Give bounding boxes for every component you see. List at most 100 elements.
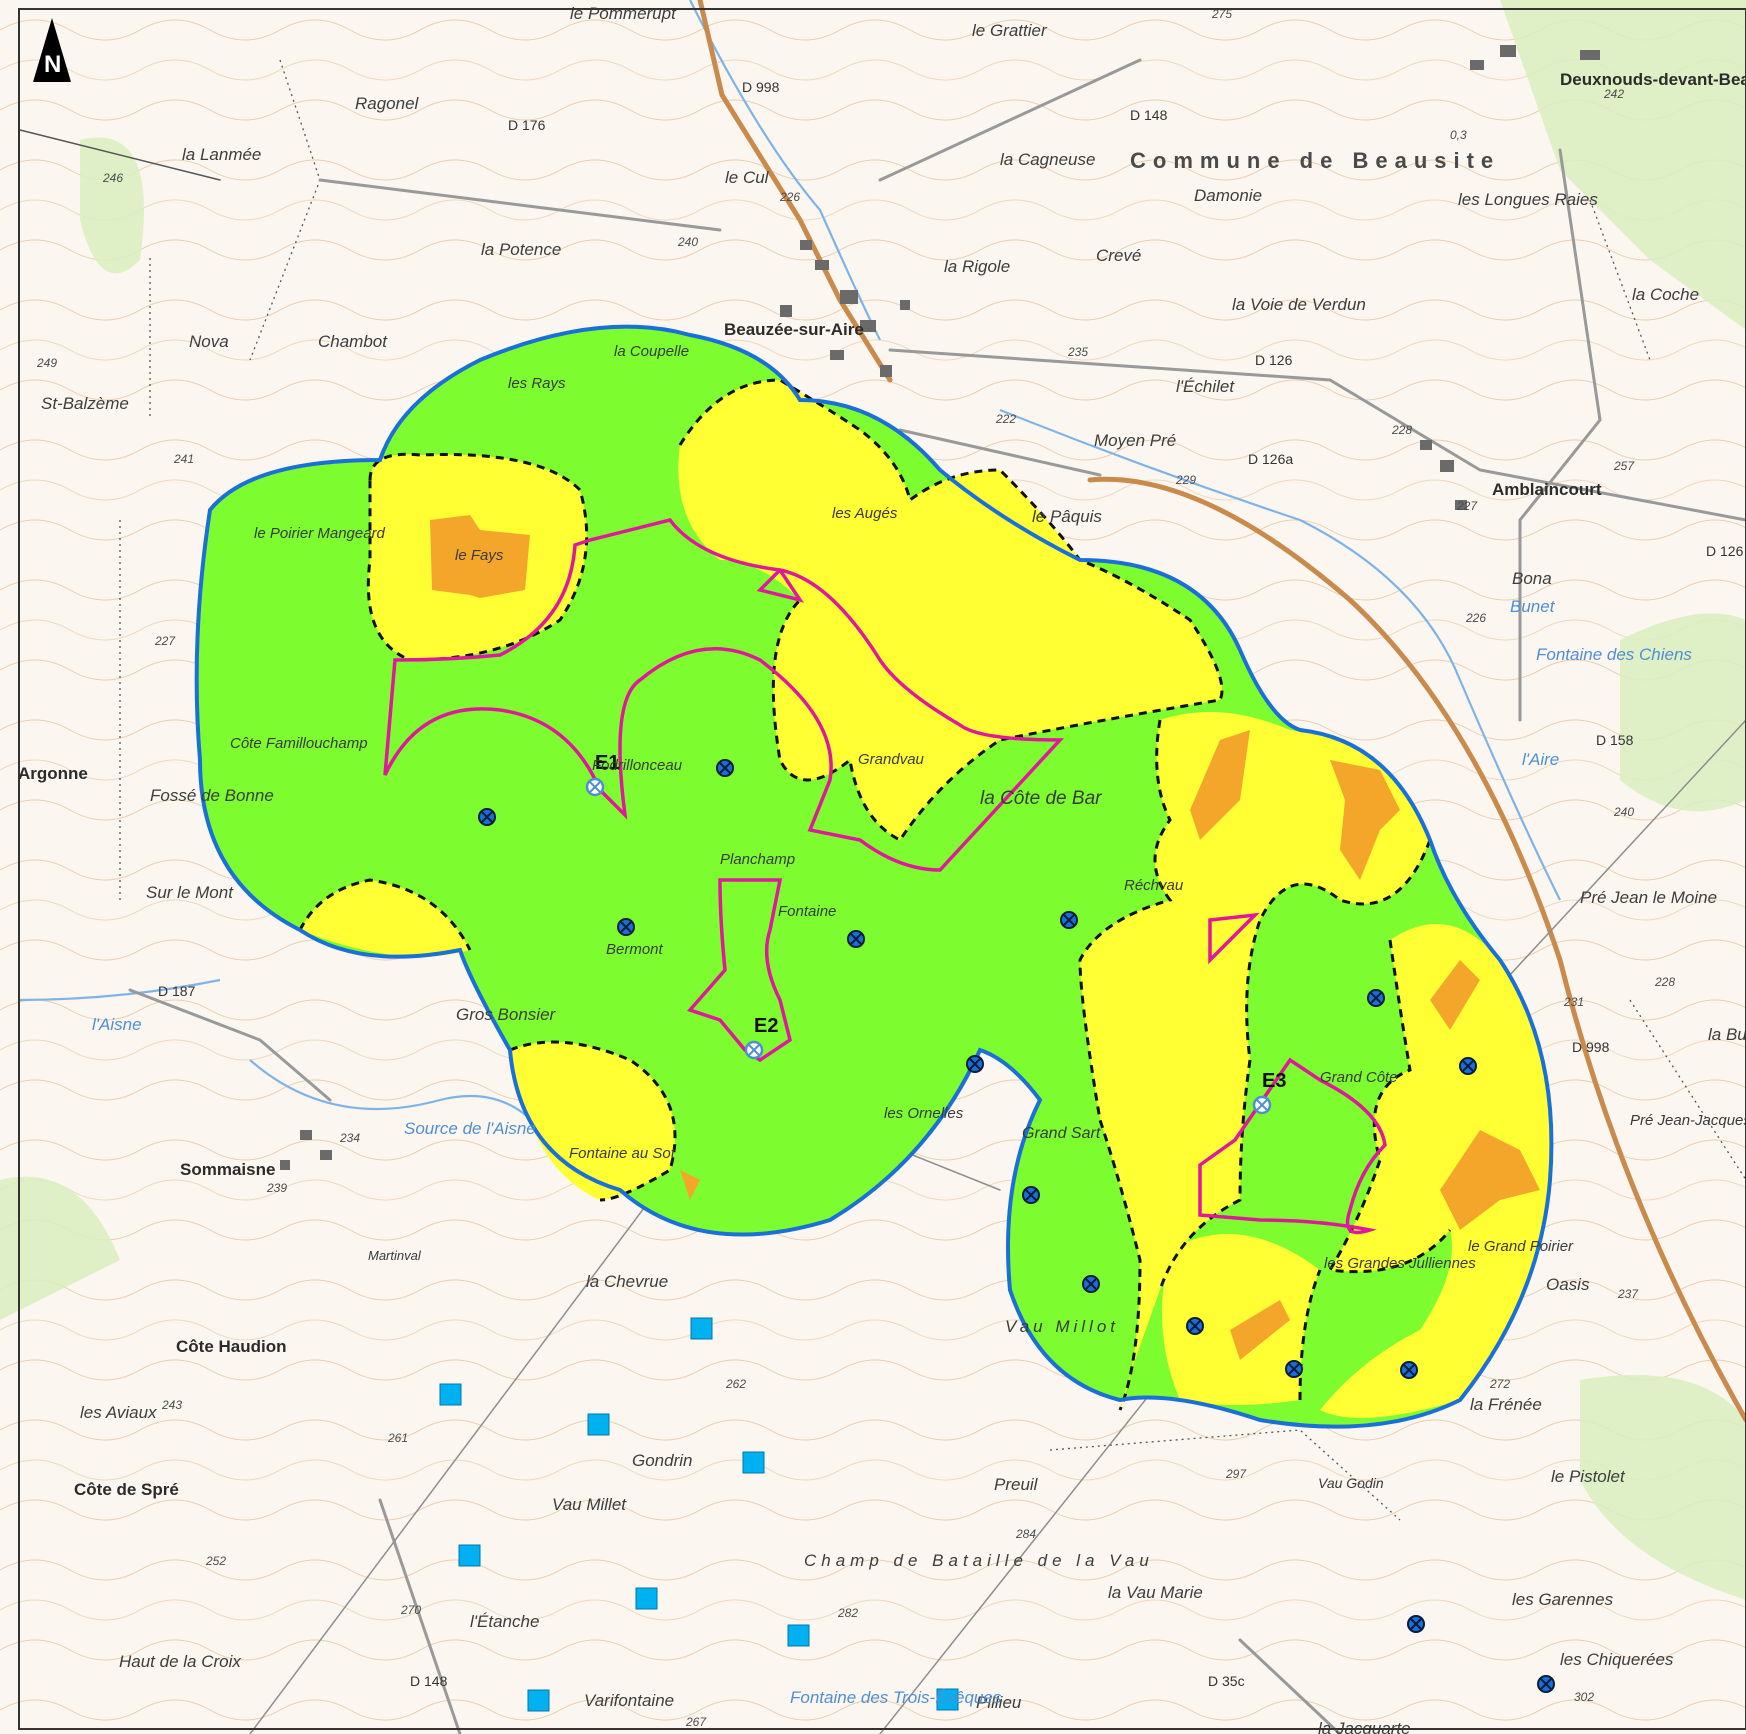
- svg-text:Bunet: Bunet: [1510, 597, 1556, 616]
- svg-text:231: 231: [1563, 995, 1584, 1009]
- svg-text:les Ornelles: les Ornelles: [884, 1105, 964, 1122]
- village-buildings: [280, 45, 1600, 1170]
- svg-text:Fontaine: Fontaine: [778, 903, 836, 920]
- svg-text:Deuxnouds-devant-Beauzée: Deuxnouds-devant-Beauzée: [1560, 70, 1746, 89]
- svg-text:Martinval: Martinval: [368, 1248, 422, 1263]
- svg-text:le Pistolet: le Pistolet: [1551, 1467, 1626, 1486]
- svg-text:la Lanmée: la Lanmée: [182, 145, 261, 164]
- svg-text:Pillieu: Pillieu: [976, 1693, 1022, 1712]
- cyan-turbine-squares: [439, 1317, 959, 1712]
- svg-text:282: 282: [837, 1606, 858, 1620]
- svg-text:le Pâquis: le Pâquis: [1032, 507, 1102, 526]
- map-frame: [18, 8, 1746, 1730]
- svg-text:Source de l'Aisne: Source de l'Aisne: [404, 1119, 536, 1138]
- svg-text:Réchvau: Réchvau: [1124, 877, 1184, 894]
- svg-text:Côte Haudion: Côte Haudion: [176, 1337, 287, 1356]
- svg-text:237: 237: [1617, 1287, 1639, 1301]
- svg-text:les Aviaux: les Aviaux: [80, 1403, 157, 1422]
- svg-text:les Grandes Julliennes: les Grandes Julliennes: [1324, 1255, 1476, 1272]
- svg-text:261: 261: [387, 1431, 408, 1445]
- turbine-marker: [1186, 1317, 1204, 1335]
- svg-text:D 126: D 126: [1255, 352, 1293, 368]
- svg-text:les Garennes: les Garennes: [1512, 1590, 1614, 1609]
- svg-text:l'Aire: l'Aire: [1522, 750, 1559, 769]
- svg-text:Sur le Mont: Sur le Mont: [146, 883, 234, 902]
- turbine-e2: E2: [744, 1015, 778, 1060]
- turbine-marker: [966, 1055, 984, 1073]
- svg-text:Crevé: Crevé: [1096, 246, 1141, 265]
- turbine-e3-label: E3: [1262, 1070, 1286, 1092]
- svg-text:Bona: Bona: [1512, 569, 1552, 588]
- svg-text:297: 297: [1225, 1467, 1247, 1481]
- svg-text:229: 229: [1175, 473, 1196, 487]
- dashed-boundaries: [298, 378, 1452, 1411]
- svg-text:D 148: D 148: [1130, 107, 1168, 123]
- svg-text:Côte Famillouchamp: Côte Famillouchamp: [230, 735, 368, 752]
- turbine-marker: [1367, 989, 1385, 1007]
- svg-text:D 148: D 148: [410, 1673, 448, 1689]
- svg-text:249: 249: [36, 356, 57, 370]
- svg-text:Fontaine au Sot: Fontaine au Sot: [569, 1145, 676, 1162]
- altitude-labels: 275 246 226 240 249 241 227 235 222 228 …: [36, 7, 1675, 1729]
- svg-text:Gros Bonsier: Gros Bonsier: [456, 1005, 557, 1024]
- svg-text:240: 240: [677, 235, 698, 249]
- svg-text:Beauzée-sur-Aire: Beauzée-sur-Aire: [724, 320, 864, 339]
- commune-label: Commune de Beausite: [1130, 148, 1500, 173]
- svg-text:D 126a: D 126a: [1248, 451, 1293, 467]
- svg-text:Nova: Nova: [189, 332, 229, 351]
- svg-text:Grand Sart: Grand Sart: [1022, 1125, 1101, 1142]
- svg-text:226: 226: [1465, 611, 1486, 625]
- svg-text:267: 267: [685, 1715, 707, 1729]
- svg-text:234: 234: [339, 1131, 360, 1145]
- svg-text:Preuil: Preuil: [994, 1475, 1039, 1494]
- svg-text:Sommaisne: Sommaisne: [180, 1160, 275, 1179]
- svg-text:le Cul: le Cul: [725, 168, 770, 187]
- svg-text:302: 302: [1574, 1690, 1594, 1704]
- svg-text:le Pommerupt: le Pommerupt: [570, 4, 677, 23]
- project-turbines: E1 E2 E3: [585, 752, 1286, 1115]
- svg-text:la Chevrue: la Chevrue: [586, 1272, 668, 1291]
- svg-text:D 998: D 998: [742, 79, 780, 95]
- svg-text:Chambot: Chambot: [318, 332, 388, 351]
- turbine-marker: [716, 759, 734, 777]
- zone-labels: le Poirier Mangeard le Fays la Coupelle …: [92, 320, 1746, 1491]
- svg-text:235: 235: [1067, 345, 1088, 359]
- svg-text:Gondrin: Gondrin: [632, 1451, 692, 1470]
- svg-text:Vau Millot: Vau Millot: [1005, 1317, 1119, 1336]
- svg-text:Argonne: Argonne: [18, 764, 88, 783]
- svg-text:227: 227: [154, 634, 176, 648]
- orange-zones: [430, 515, 1540, 1360]
- svg-text:l'Aisne: l'Aisne: [92, 1015, 142, 1034]
- svg-text:226: 226: [779, 190, 800, 204]
- svg-text:D 126: D 126: [1706, 543, 1744, 559]
- turbine-marker: [847, 930, 865, 948]
- svg-text:Ragonel: Ragonel: [355, 94, 420, 113]
- turbine-marker: [1285, 1360, 1303, 1378]
- turbine-e3: E3: [1252, 1070, 1286, 1115]
- turbine-e1-label: E1: [595, 752, 619, 774]
- svg-text:Oasis: Oasis: [1546, 1275, 1590, 1294]
- svg-text:la Coupelle: la Coupelle: [614, 343, 689, 360]
- svg-text:284: 284: [1015, 1527, 1036, 1541]
- svg-text:le Grattier: le Grattier: [972, 21, 1048, 40]
- svg-text:Damonie: Damonie: [1194, 186, 1262, 205]
- svg-text:D 998: D 998: [1572, 1039, 1610, 1055]
- turbine-marker: [1400, 1361, 1418, 1379]
- zone-outer-outline: [194, 324, 1554, 1429]
- rivers: [19, 0, 1561, 1161]
- svg-text:D 176: D 176: [508, 117, 546, 133]
- svg-text:la Butte: la Butte: [1708, 1025, 1746, 1044]
- svg-text:227: 227: [1456, 499, 1478, 513]
- north-arrow-label: N: [44, 51, 61, 78]
- road-labels: D 998 D 176 D 148 D 126 D 126a D 158 D 1…: [158, 79, 1744, 1689]
- north-arrow: N: [33, 18, 71, 82]
- turbine-marker: [1459, 1057, 1477, 1075]
- svg-text:le Grand Poirier: le Grand Poirier: [1468, 1238, 1574, 1255]
- svg-text:275: 275: [1211, 7, 1232, 21]
- svg-text:243: 243: [161, 1398, 182, 1412]
- svg-text:le Poirier Mangeard: le Poirier Mangeard: [254, 525, 386, 542]
- svg-text:240: 240: [1613, 805, 1634, 819]
- svg-text:Côte de Spré: Côte de Spré: [74, 1480, 179, 1499]
- yellow-zones: [300, 380, 1552, 1418]
- turbine-marker: [478, 808, 496, 826]
